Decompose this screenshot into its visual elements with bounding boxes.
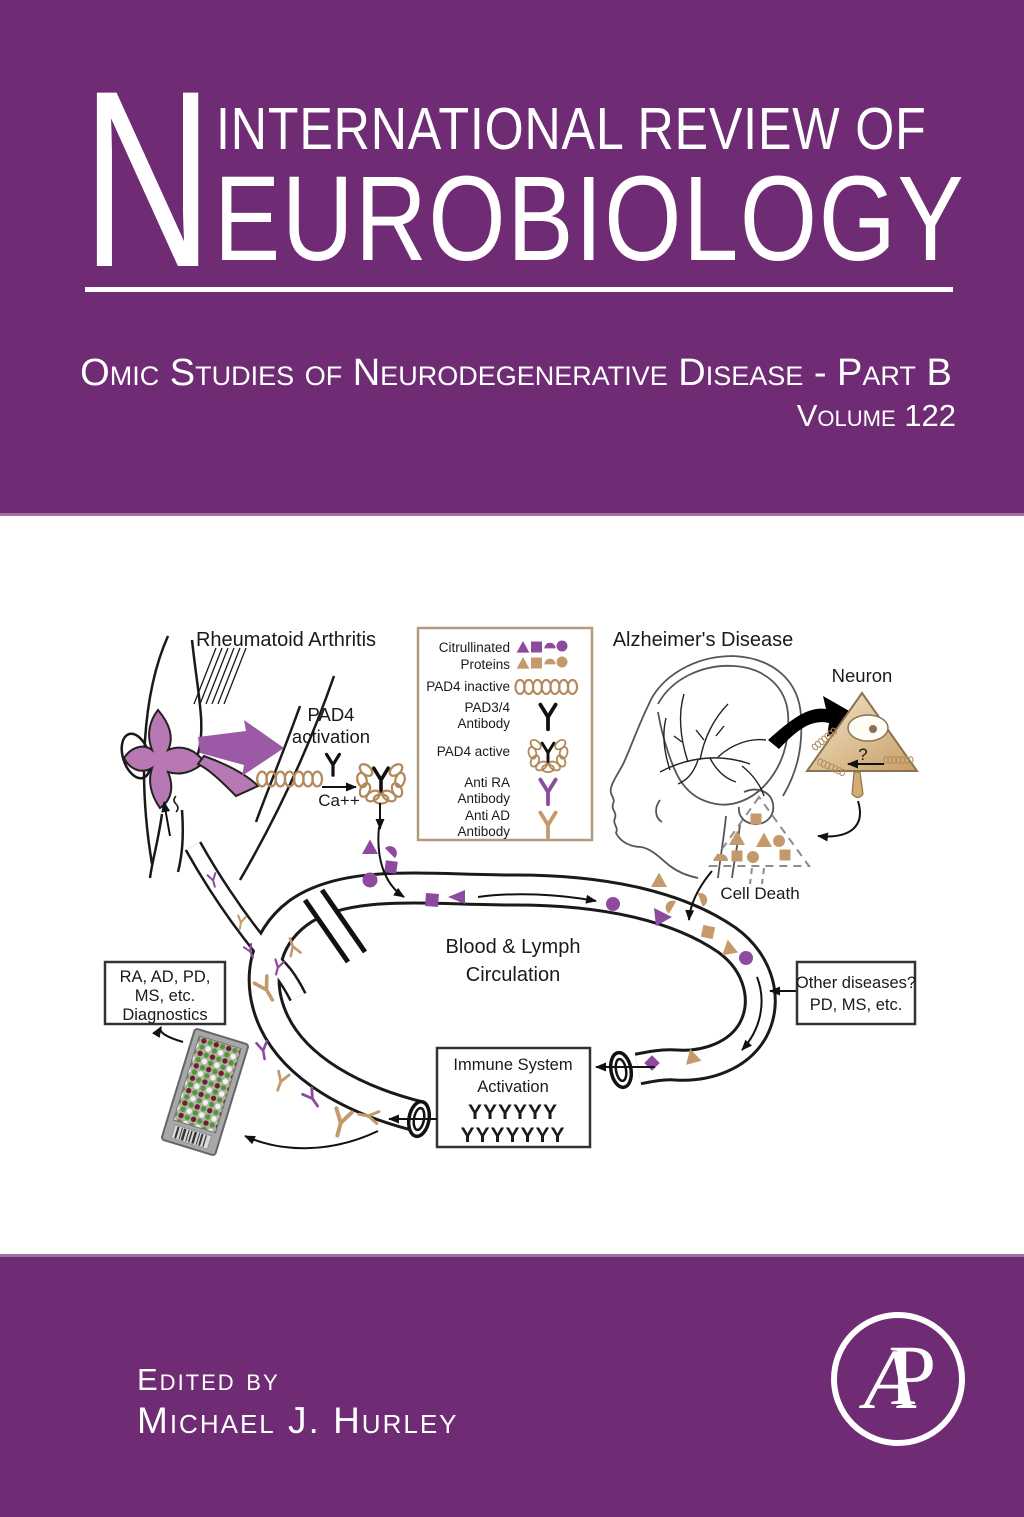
circulation-label-line2: Circulation — [466, 964, 560, 986]
legend-pad34-antibody-label: Antibody — [457, 716, 510, 731]
tube-to-chip-arrow — [244, 1130, 379, 1150]
calcium-label: Ca++ — [318, 791, 360, 810]
tube-break-icon — [302, 888, 368, 964]
pad4-activation-group: PAD4 activation Ca++ — [256, 704, 407, 898]
pad4-label-line1: PAD4 — [308, 704, 355, 725]
pad-antibody-icon — [325, 752, 341, 777]
chip-to-diagnostics-arrow — [152, 1026, 184, 1043]
edited-by-label: Edited by — [137, 1362, 280, 1397]
other-diseases-line1: Other diseases? — [796, 974, 916, 992]
volume-subtitle: Omic Studies of Neurodegenerative Diseas… — [80, 352, 952, 394]
editor-name: Michael J. Hurley — [137, 1400, 459, 1441]
synovium-shape — [122, 708, 206, 810]
cell-death-triangle: Cell Death — [685, 795, 811, 921]
other-diseases-line2: PD, MS, etc. — [810, 996, 903, 1014]
alzheimers-label: Alzheimer's Disease — [613, 629, 794, 651]
series-title-initial: N — [82, 39, 214, 320]
title-rule — [85, 287, 953, 292]
legend-anti-ra-label: Anti RA — [464, 775, 510, 790]
legend-citrullinated-label: Citrullinated — [439, 640, 510, 655]
neuron-triangle: Neuron ? — [805, 665, 919, 842]
diagnostics-line1: RA, AD, PD, — [120, 968, 211, 986]
legend-pad4-inactive-label: PAD4 inactive — [426, 679, 510, 694]
neuron-question-label: ? — [858, 745, 867, 764]
rheumatoid-arthritis-label: Rheumatoid Arthritis — [196, 629, 376, 651]
legend-anti-ad-antibody-label: Antibody — [457, 824, 510, 839]
legend-box: Citrullinated Proteins PAD4 inactive PAD… — [416, 626, 594, 842]
brain-to-neuron-arrow — [768, 696, 858, 749]
brain-illustration: Alzheimer's Disease — [609, 629, 858, 879]
circulation-label-line1: Blood & Lymph — [446, 936, 581, 958]
neuron-label: Neuron — [832, 665, 893, 686]
top-banner — [0, 0, 1024, 516]
tube-end-right — [608, 1050, 634, 1090]
bottom-banner — [0, 1254, 1024, 1517]
legend-pad4-active-label: PAD4 active — [437, 744, 510, 759]
microarray-chip — [161, 1028, 249, 1156]
volume-number: Volume 122 — [796, 398, 956, 433]
diagnostics-box: RA, AD, PD, MS, etc. Diagnostics — [103, 960, 227, 1026]
tan-antibody-row: YYYYYY — [468, 1101, 558, 1124]
citrullinated-shapes-icon — [516, 640, 568, 669]
immune-line1: Immune System — [453, 1056, 572, 1074]
diagnostics-line3: Diagnostics — [122, 1006, 207, 1024]
active-pad4-icon — [356, 762, 407, 804]
academic-press-logo: A P — [831, 1312, 965, 1446]
logo-letter-p: P — [888, 1327, 937, 1423]
immune-activation-box: Immune System Activation YYYYYY YYYYYYY — [388, 1046, 655, 1149]
logo-letter-a: A — [863, 1331, 917, 1427]
barcode-icon — [174, 1126, 207, 1147]
legend-anti-ad-label: Anti AD — [465, 808, 510, 823]
purple-antibody-row: YYYYYYY — [460, 1124, 565, 1147]
knee-joint-illustration: Rheumatoid Arthritis — [120, 629, 376, 881]
legend-proteins-label: Proteins — [460, 657, 510, 672]
cell-death-label: Cell Death — [720, 884, 799, 903]
joint-arrow — [198, 720, 284, 776]
legend-anti-ra-antibody-label: Antibody — [457, 791, 510, 806]
other-diseases-box: Other diseases? PD, MS, etc. — [769, 960, 917, 1026]
series-title-main: EUROBIOLOGY — [214, 150, 966, 286]
series-title-top: INTERNATIONAL REVIEW OF — [216, 96, 927, 162]
immune-line2: Activation — [477, 1078, 549, 1096]
pad4-label-line2: activation — [292, 726, 370, 747]
legend-pad34-label: PAD3/4 — [464, 700, 510, 715]
tube-contents: Blood & Lymph Circulation — [425, 872, 763, 1071]
pathway-diagram: Blood & Lymph Circulation — [103, 626, 919, 1156]
diagnostics-line2: MS, etc. — [135, 987, 196, 1005]
